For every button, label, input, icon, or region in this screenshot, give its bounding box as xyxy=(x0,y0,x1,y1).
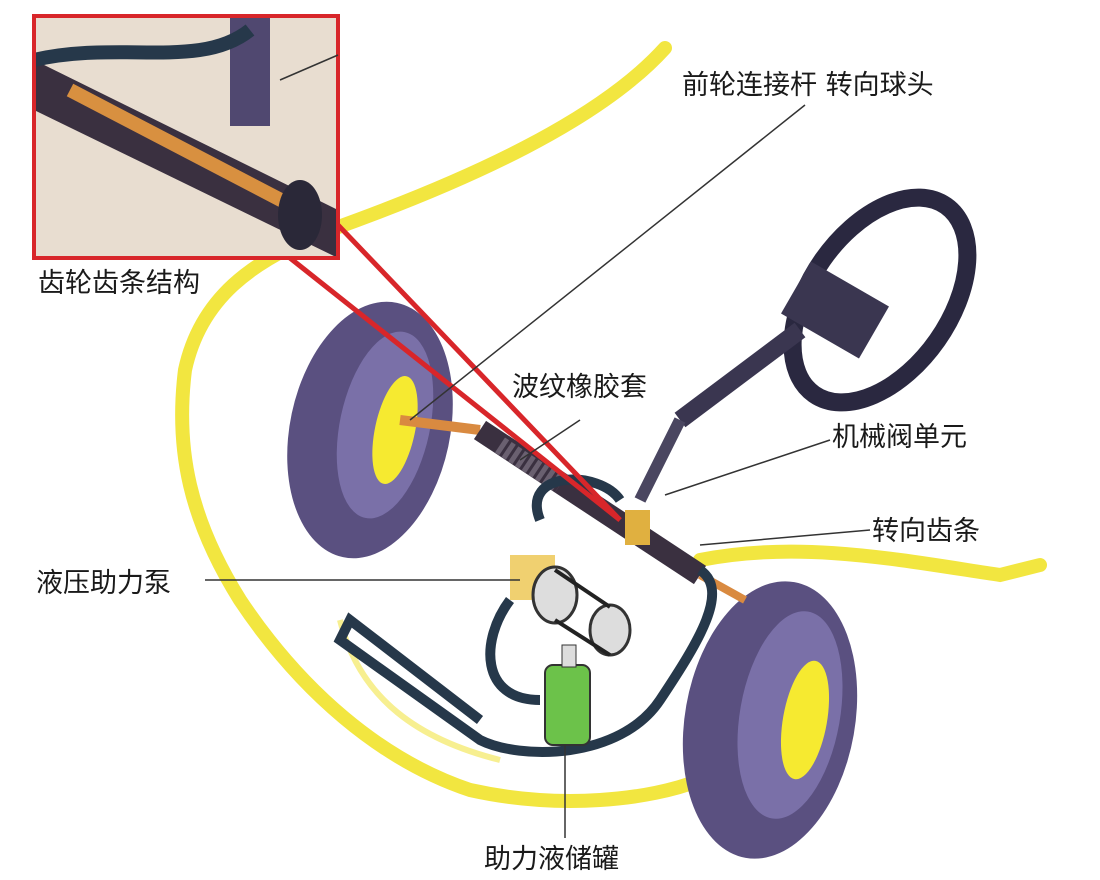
label-pump: 液压助力泵 xyxy=(36,568,171,599)
left-wheel xyxy=(287,301,453,559)
hydraulic-pump xyxy=(510,555,632,657)
hydraulic-hoses xyxy=(333,474,718,757)
label-reservoir: 助力液储罐 xyxy=(484,844,619,875)
label-rack-pinion: 齿轮齿条结构 xyxy=(38,268,200,299)
label-tie-rod-ball-joint: 前轮连接杆 转向球头 xyxy=(682,70,934,101)
steering-rack xyxy=(399,415,747,604)
callout-line xyxy=(336,223,622,522)
label-valve-unit: 机械阀单元 xyxy=(832,422,967,453)
label-steering-rack: 转向齿条 xyxy=(872,516,980,547)
steering-wheel xyxy=(634,188,977,503)
right-wheel xyxy=(682,581,858,859)
rack-pinion-inset xyxy=(32,14,340,260)
leader-lines xyxy=(205,54,871,838)
callout-line xyxy=(288,256,622,522)
fluid-reservoir xyxy=(544,644,591,746)
car-body-outline xyxy=(175,41,1047,808)
label-bellows-boot: 波纹橡胶套 xyxy=(512,372,647,403)
